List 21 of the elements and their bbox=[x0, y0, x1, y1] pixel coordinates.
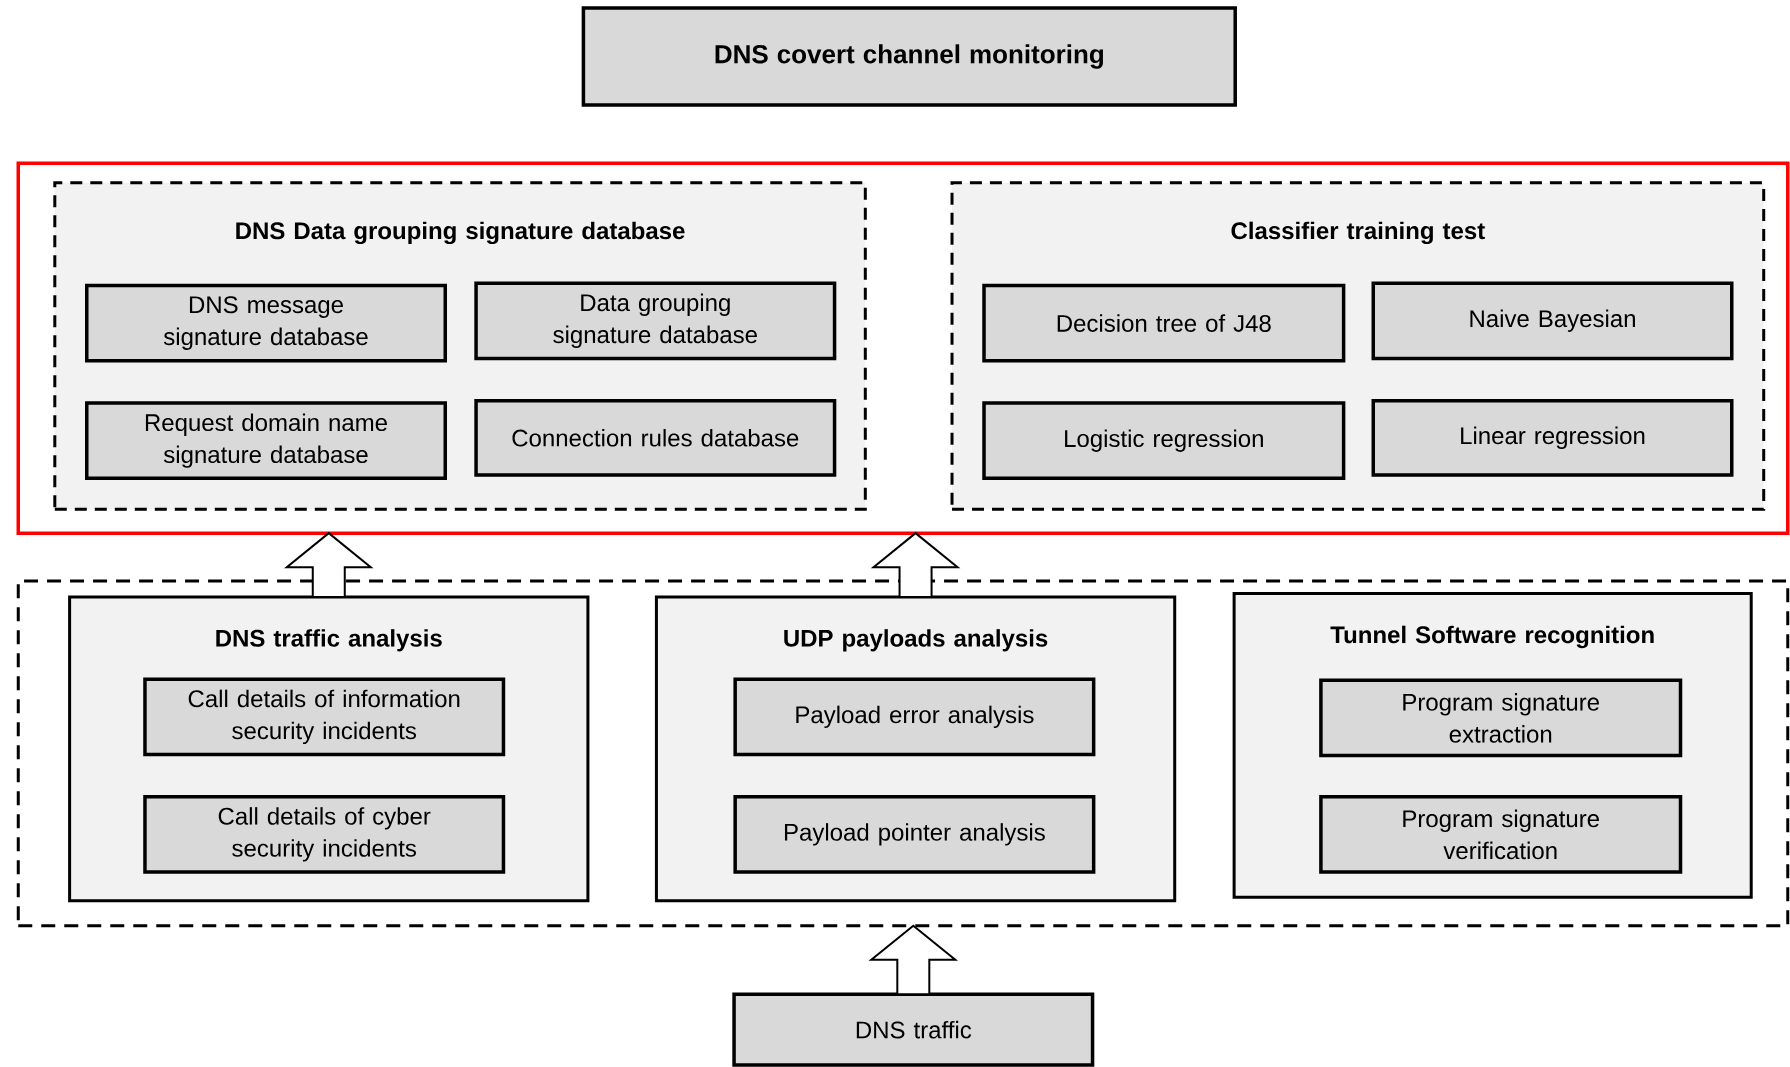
process-box: Data grouping signature database bbox=[474, 281, 837, 361]
group-panel bbox=[16, 579, 1790, 928]
process-box: Call details of information security incidents bbox=[143, 677, 506, 757]
process-box: DNS message signature database bbox=[85, 283, 447, 363]
process-box: Connection rules database bbox=[474, 398, 837, 477]
process-box: Request domain name signature database bbox=[85, 401, 447, 481]
highlight-frame bbox=[16, 161, 1790, 535]
process-box: Payload error analysis bbox=[733, 677, 1096, 757]
process-box: Decision tree of J48 bbox=[982, 283, 1346, 363]
process-box: Program signature extraction bbox=[1319, 678, 1683, 758]
process-box: DNS traffic bbox=[732, 992, 1095, 1067]
process-box: Call details of cyber security incidents bbox=[143, 794, 506, 874]
title-box: DNS covert channel monitoring bbox=[581, 6, 1237, 107]
block-arrow bbox=[283, 531, 374, 598]
process-box: Linear regression bbox=[1371, 398, 1734, 477]
process-box: Naive Bayesian bbox=[1371, 281, 1734, 361]
block-arrow bbox=[868, 924, 959, 996]
process-box: Payload pointer analysis bbox=[733, 794, 1096, 874]
process-box: Program signature verification bbox=[1319, 795, 1683, 874]
process-box: Logistic regression bbox=[982, 401, 1346, 481]
block-arrow bbox=[870, 531, 961, 598]
